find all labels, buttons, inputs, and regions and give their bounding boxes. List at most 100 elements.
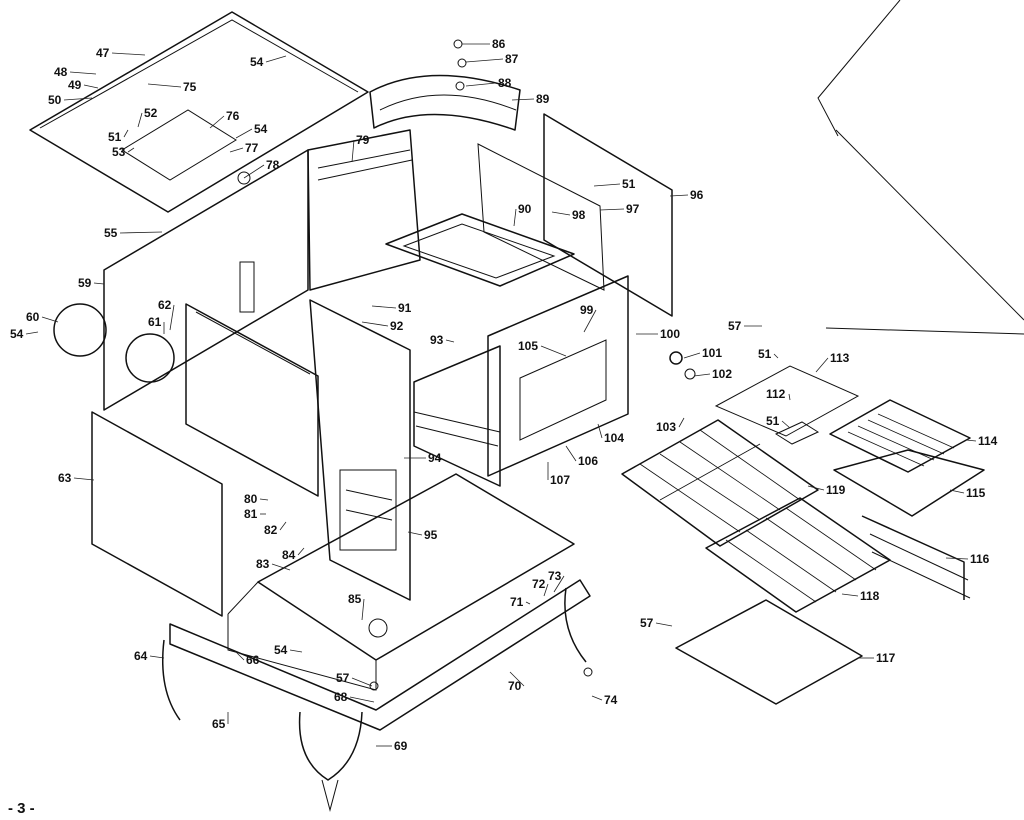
callout-95: 95 [424, 528, 438, 542]
leader-75 [147, 83, 182, 88]
callout-90: 90 [518, 202, 532, 216]
leader-103 [678, 417, 685, 428]
callout-52: 52 [144, 106, 158, 120]
leader-54 [289, 649, 303, 653]
callout-112: 112 [766, 387, 786, 401]
callout-69: 69 [394, 739, 408, 753]
callout-114: 114 [978, 434, 998, 448]
callout-57: 57 [640, 616, 654, 630]
callout-81: 81 [244, 507, 258, 521]
callout-73: 73 [548, 569, 562, 583]
leader-68 [349, 696, 375, 703]
leader-66 [235, 651, 245, 661]
callout-103: 103 [656, 420, 676, 434]
leader-54 [235, 128, 253, 139]
callout-97: 97 [626, 202, 640, 216]
leader-89 [511, 98, 535, 101]
leader-101 [683, 352, 701, 359]
leader-113 [815, 357, 829, 373]
leader-lines [25, 43, 977, 747]
callout-76: 76 [226, 109, 240, 123]
callout-65: 65 [212, 717, 226, 731]
leader-54 [265, 55, 287, 63]
leader-82 [279, 521, 287, 531]
callout-64: 64 [134, 649, 148, 663]
callout-87: 87 [505, 52, 519, 66]
leader-51 [773, 353, 779, 359]
callout-54: 54 [274, 643, 288, 657]
callout-93: 93 [430, 333, 444, 347]
leader-52 [137, 112, 143, 128]
callout-54: 54 [10, 327, 24, 341]
leader-84 [297, 547, 305, 556]
leader-48 [69, 71, 97, 75]
leader-115 [949, 489, 965, 494]
callout-89: 89 [536, 92, 550, 106]
callout-88: 88 [498, 76, 512, 90]
leader-106 [565, 445, 577, 462]
callout-117: 117 [876, 651, 896, 665]
leader-112 [788, 393, 791, 401]
callout-55: 55 [104, 226, 118, 240]
leader-71 [525, 601, 531, 605]
callout-78: 78 [266, 158, 280, 172]
leader-92 [361, 321, 389, 327]
upper-rear-body [307, 129, 421, 291]
broiler-grid [829, 399, 971, 473]
callout-113: 113 [830, 351, 850, 365]
rack-slides [861, 515, 971, 600]
leader-87 [465, 58, 504, 63]
cooktop-panel [29, 11, 369, 213]
callout-51: 51 [108, 130, 122, 144]
callout-72: 72 [532, 577, 546, 591]
leader-51 [781, 420, 791, 429]
backguard-assembly [369, 39, 521, 131]
leader-114 [965, 439, 977, 442]
callout-106: 106 [578, 454, 598, 468]
callout-83: 83 [256, 557, 270, 571]
callout-74: 74 [604, 693, 618, 707]
leader-63 [73, 477, 95, 481]
callout-91: 91 [398, 301, 412, 315]
leader-91 [371, 305, 397, 309]
left-side-panel [53, 149, 309, 411]
callout-70: 70 [508, 679, 522, 693]
callout-119: 119 [826, 483, 846, 497]
callout-54: 54 [250, 55, 264, 69]
leader-76 [209, 115, 225, 129]
leader-54 [25, 331, 39, 335]
leader-105 [540, 345, 567, 357]
leader-97 [599, 208, 625, 211]
leader-80 [259, 498, 269, 501]
leader-79 [351, 139, 355, 163]
callout-47: 47 [96, 46, 110, 60]
leader-62 [169, 304, 175, 331]
leader-118 [841, 593, 859, 597]
callout-102: 102 [712, 367, 732, 381]
callout-66: 66 [246, 653, 260, 667]
callout-51: 51 [622, 177, 636, 191]
leader-93 [445, 339, 455, 343]
leader-78 [243, 164, 265, 179]
callout-48: 48 [54, 65, 68, 79]
leader-53 [127, 147, 135, 153]
leader-96 [669, 194, 689, 197]
callout-51: 51 [766, 414, 780, 428]
leader-57 [655, 622, 673, 627]
leader-70 [509, 671, 525, 687]
leader-88 [465, 82, 497, 87]
callout-99: 99 [580, 303, 594, 317]
leader-102 [693, 373, 711, 377]
margin-marks [817, 0, 1024, 335]
leader-47 [111, 52, 146, 56]
leader-72 [543, 583, 549, 597]
callout-62: 62 [158, 298, 172, 312]
callout-71: 71 [510, 595, 524, 609]
callout-57: 57 [728, 319, 742, 333]
callout-86: 86 [492, 37, 506, 51]
callout-51: 51 [758, 347, 772, 361]
callout-60: 60 [26, 310, 40, 324]
callout-63: 63 [58, 471, 72, 485]
leader-64 [149, 655, 165, 659]
